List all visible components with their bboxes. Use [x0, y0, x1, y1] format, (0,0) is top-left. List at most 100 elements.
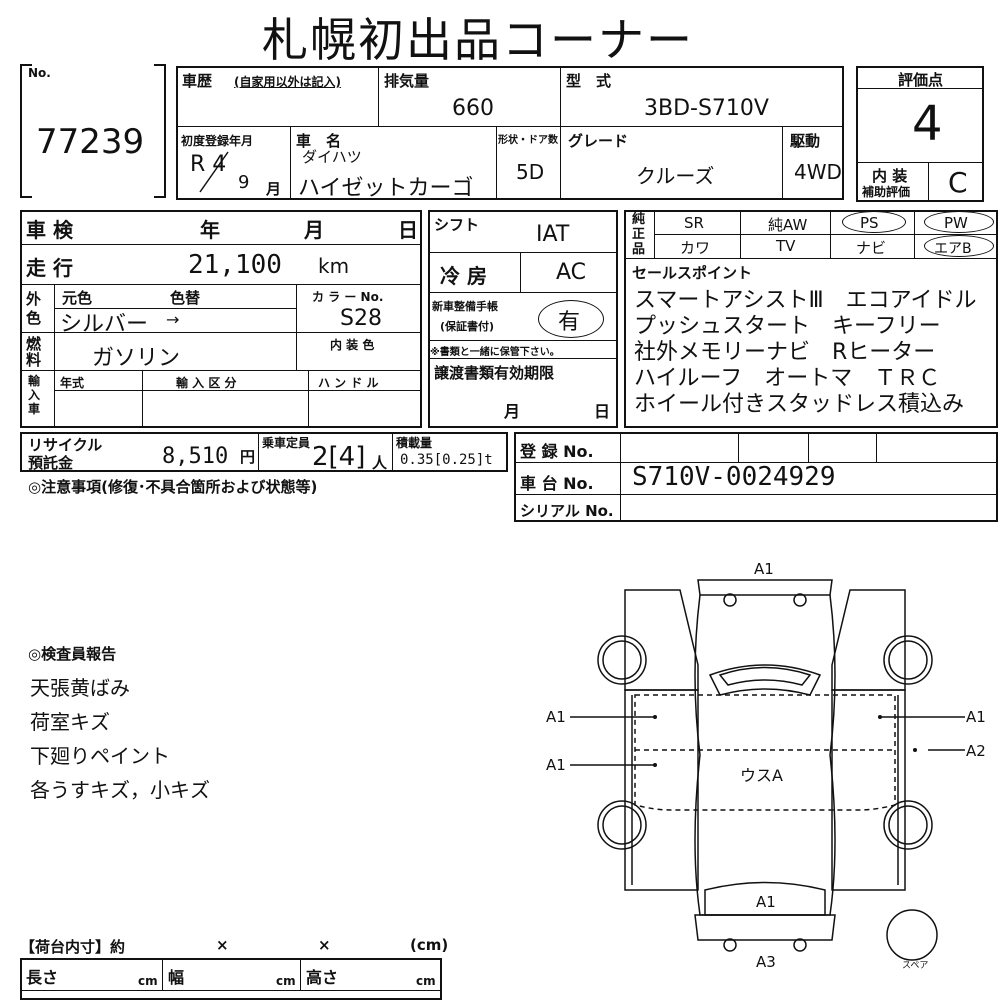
sales-point-1: スマートアシストⅢ エコアイドル [634, 288, 977, 313]
color-orig-label: 元色 [62, 289, 93, 307]
cargo-x1: × [216, 936, 229, 954]
car-maker: ダイハツ [302, 148, 362, 166]
capacity-label: 乗車定員 [262, 436, 311, 450]
option-ps: PS [860, 214, 879, 232]
equipment-grid [428, 210, 618, 428]
transfer-month: 月 [504, 402, 521, 421]
registration-grid [514, 432, 998, 522]
color-change-label: 色替 [170, 289, 201, 307]
capacity-unit: 人 [372, 454, 388, 472]
option-sr: SR [684, 214, 704, 232]
score-value: 4 [912, 96, 943, 152]
option-ps-circle [842, 211, 906, 233]
car-name-value: ハイゼットカーゴ [298, 176, 474, 201]
mileage-unit: km [318, 254, 350, 278]
score-label: 評価点 [898, 71, 944, 89]
inspector-line-3: 下廻りペイント [30, 744, 170, 768]
inspection-month: 月 [304, 218, 324, 242]
serial-label: シリアル No. [520, 502, 614, 520]
cargo-grid [20, 958, 442, 1000]
warranty-note: ※書類と一緒に保管下さい。 [430, 347, 560, 358]
diagram-right-1: A1 [966, 708, 986, 726]
drive-label: 駆動 [790, 132, 821, 150]
grade-label: グレード [568, 132, 629, 150]
mileage-label: 走 行 [26, 256, 73, 280]
grade-value: クルーズ [636, 164, 715, 188]
score-box [856, 66, 984, 202]
first-reg-label: 初度登録年月 [181, 134, 254, 148]
recycle-label1: リサイクル [28, 436, 103, 454]
cargo-height-label: 高さ [306, 968, 339, 987]
diagram-right-2: A2 [966, 742, 986, 760]
recycle-value: 8,510 [162, 444, 229, 469]
recycle-label2: 預託金 [28, 454, 74, 472]
options-grid [624, 210, 998, 428]
option-aw: 純AW [768, 216, 808, 234]
displacement-value: 660 [452, 96, 494, 121]
color-side-label: 外色 [26, 290, 42, 327]
interior-color-label: 内 装 色 [330, 338, 375, 352]
shift-label: シフト [434, 216, 480, 234]
cargo-x2: × [318, 936, 331, 954]
color-code-label: カ ラ ー No. [312, 290, 384, 304]
diagram-rear-1: A1 [756, 893, 776, 911]
inspector-line-2: 荷室キズ [30, 710, 110, 734]
model-label: 型 式 [566, 72, 612, 90]
warranty-value: 有 [558, 310, 581, 335]
first-reg-month: 9 [238, 172, 250, 193]
drive-value: 4WD [794, 160, 842, 184]
vehicle-info-grid [176, 66, 844, 200]
option-pw: PW [944, 214, 968, 232]
load-value: 0.35[0.25]t [400, 452, 493, 468]
inspector-line-1: 天張黄ばみ [30, 676, 130, 700]
model-value: 3BD-S710V [644, 96, 769, 121]
diagram-left-2: A1 [546, 756, 566, 774]
diagram-front-label: A1 [754, 560, 774, 578]
registration-label: 登 録 No. [520, 442, 594, 461]
inspector-line-4: 各うすキズ，小キズ [30, 778, 210, 802]
diagram-spare-label: スペア [902, 961, 929, 971]
lot-box: No. 77239 [20, 64, 166, 198]
option-pw-circle [924, 211, 994, 233]
option-tv: TV [776, 237, 796, 255]
interior-label: 内 装 [872, 167, 908, 185]
history-label: 車歴 [182, 72, 213, 90]
car-damage-diagram [570, 579, 965, 961]
inspection-day: 日 [398, 218, 418, 242]
ac-value: AC [556, 260, 587, 285]
chassis-value: S710V-0024929 [632, 462, 836, 492]
caution-heading: ◎注意事項(修復･不具合箇所および状態等) [28, 478, 318, 496]
load-label: 積載量 [396, 436, 433, 450]
interior-value: C [948, 166, 968, 199]
color-value: シルバー [60, 312, 149, 337]
fuel-value: ガソリン [92, 346, 181, 371]
cargo-length-label: 長さ [26, 968, 59, 987]
mileage-value: 21,100 [188, 250, 282, 280]
lot-number: 77239 [36, 122, 145, 162]
fuel-label: 燃料 [26, 335, 42, 369]
displacement-label: 排気量 [384, 72, 430, 90]
import-division-label: 輸 入 区 分 [176, 376, 237, 390]
first-reg-month-unit: 月 [266, 180, 282, 198]
warranty-label: 新車整備手帳 [432, 300, 498, 313]
cargo-width-unit: cm [276, 974, 296, 988]
cargo-unit: (cm) [410, 936, 449, 954]
options-label: 純正品 [632, 212, 646, 257]
inspection-label: 車 検 [26, 218, 73, 242]
option-airbag: エアB [934, 241, 972, 257]
capacity-value: 2[4] [312, 442, 366, 472]
history-note: (自家用以外は記入) [234, 75, 341, 89]
page-title: 札幌初出品コーナー [262, 13, 694, 67]
shift-value: IAT [536, 222, 570, 247]
sales-points-label: セールスポイント [632, 264, 753, 282]
ac-label: 冷 房 [440, 264, 487, 288]
inspector-heading: ◎検査員報告 [28, 645, 117, 663]
first-reg-year: R 4 [190, 152, 227, 177]
color-arrow: → [166, 310, 180, 329]
color-code: S28 [340, 306, 382, 331]
lot-label: No. [28, 66, 51, 80]
option-navi: ナビ [856, 239, 887, 257]
transfer-day: 日 [594, 402, 611, 421]
sales-point-2: プッシュスタート キーフリー [634, 314, 941, 339]
warranty-label2: (保証書付) [440, 320, 495, 333]
